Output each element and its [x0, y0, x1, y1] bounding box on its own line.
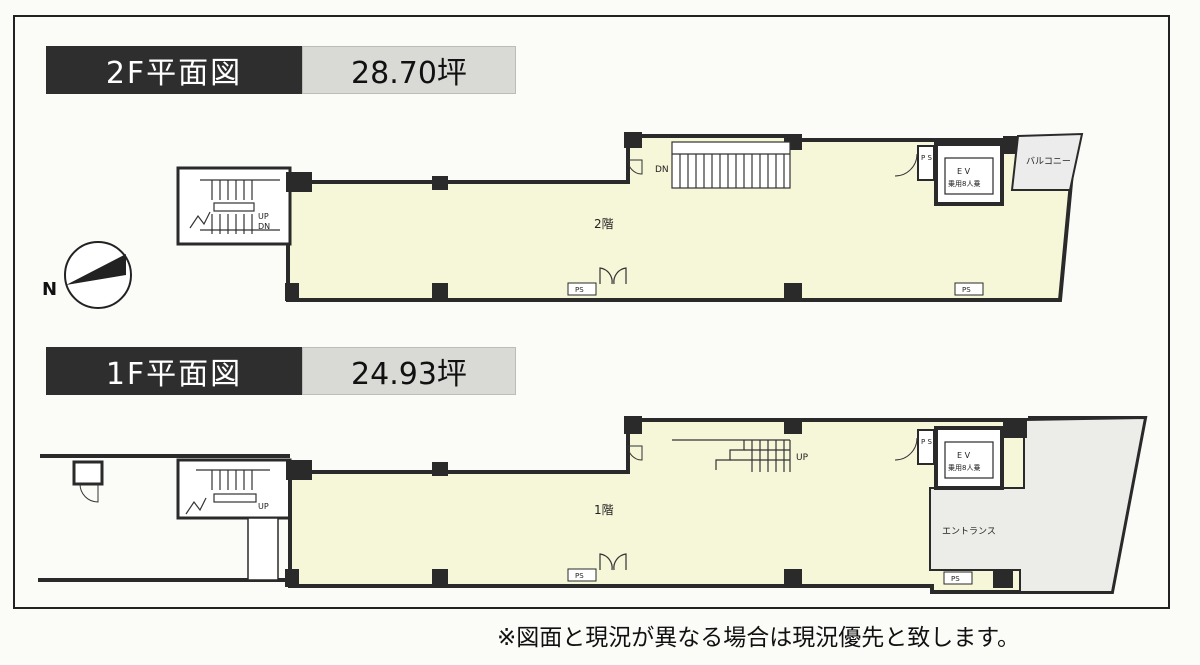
floor1-ps-label: P S	[921, 438, 932, 446]
floor2-room-label: 2階	[594, 216, 614, 231]
floor2-ps-box	[917, 145, 935, 181]
sheet-border	[13, 15, 1170, 609]
floor1-door-swing	[627, 445, 643, 461]
floor2-plan: UP DN	[176, 132, 1084, 302]
floor1-ps-box	[917, 429, 935, 465]
floor1-ev-capacity: 乗用8人乗	[948, 463, 980, 472]
floor1-title: 1F平面図	[46, 347, 302, 395]
floor2-elevator-car	[944, 157, 994, 195]
floor2-stair-dn-label: DN	[258, 222, 270, 231]
floor2-bottom-ps	[567, 282, 597, 296]
floor2-double-door	[599, 267, 627, 285]
north-compass	[64, 241, 132, 309]
floor1-title-bar: 1F平面図 24.93坪	[46, 347, 516, 395]
floor1-entrance	[929, 416, 1147, 593]
floor1-corridor	[247, 517, 279, 581]
floor2-right-ps-label: PS	[962, 286, 971, 294]
floor1-up-label: UP	[796, 453, 809, 463]
floor1-main-stair	[672, 439, 791, 472]
floor1-left-stair	[185, 469, 270, 515]
floor2-balcony-label: バルコニー	[1026, 156, 1071, 167]
floor1-ps-door	[894, 437, 918, 461]
floor2-title-bar: 2F平面図 28.70坪	[46, 46, 516, 94]
floor2-door-swing	[627, 159, 643, 175]
floor2-ps-door	[894, 153, 918, 177]
floor2-ev-title: E V	[957, 167, 971, 176]
floor2-dn-label: DN	[655, 165, 669, 175]
floor1-plan: UP エントランス	[38, 416, 1148, 594]
floor1-right-ps-label: PS	[951, 575, 960, 583]
floor1-stair-hall	[176, 458, 292, 520]
floor2-balcony	[1010, 132, 1084, 191]
floor1-outside-door	[79, 483, 99, 503]
floor1-pillars	[285, 416, 1027, 588]
floor2-left-stair	[189, 179, 280, 234]
floor1-stair-up-label: UP	[258, 502, 269, 511]
floor2-main-stair	[671, 141, 791, 189]
floor2-ev-capacity: 乗用8人乗	[948, 179, 980, 188]
floor1-ev-title: E V	[957, 451, 971, 460]
disclaimer-note: ※図面と現況が異なる場合は現況優先と致します。	[497, 625, 1020, 651]
floor1-elevator-car	[944, 441, 994, 479]
floor1-room-label: 1階	[594, 502, 614, 517]
floor1-entrance-label: エントランス	[942, 526, 996, 537]
floor1-double-door	[599, 553, 627, 571]
floor2-stair-up-label: UP	[258, 212, 269, 221]
floor2-bottom-ps-label: PS	[575, 286, 584, 294]
floor1-bottom-ps	[567, 568, 597, 582]
floor1-outside-box	[72, 460, 104, 486]
floor1-right-ps	[943, 571, 973, 585]
floor2-right-ps	[954, 282, 984, 296]
floor2-area: 28.70坪	[302, 46, 516, 94]
compass-north-label: N	[42, 279, 57, 300]
floor2-ps-label: P S	[921, 154, 932, 162]
floor1-area: 24.93坪	[302, 347, 516, 395]
floor2-title: 2F平面図	[46, 46, 302, 94]
floor1-bottom-ps-label: PS	[575, 572, 584, 580]
floor2-stair-hall	[176, 166, 292, 246]
